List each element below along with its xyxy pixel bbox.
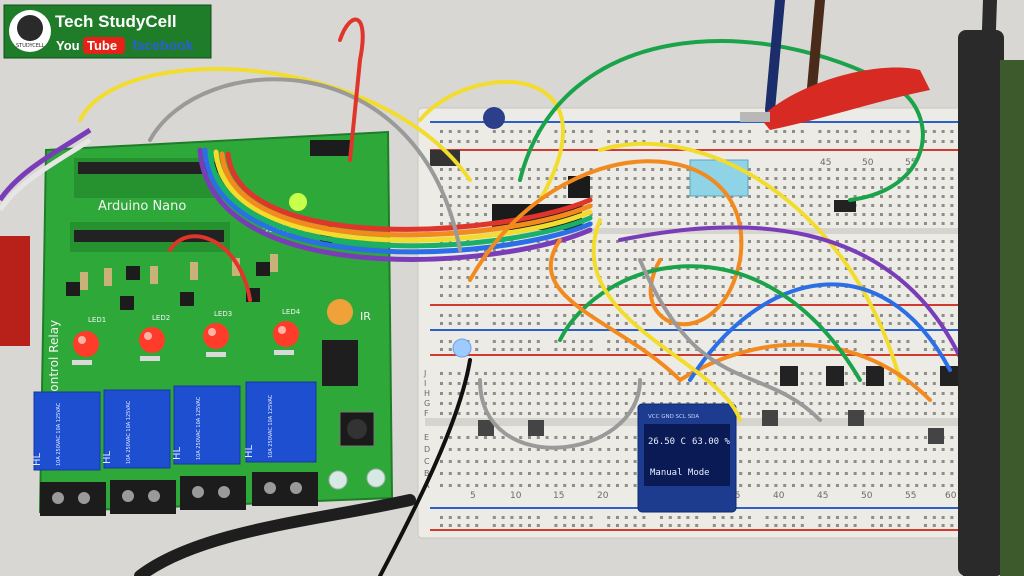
tactile-button	[848, 410, 864, 426]
top-number: 50	[862, 158, 874, 168]
red-led	[139, 327, 165, 353]
oled-mode: Manual Mode	[650, 468, 710, 478]
column-number: 55	[905, 491, 916, 501]
ir-label: IR	[360, 310, 371, 323]
oled-pins: VCC GND SCL SDA	[648, 414, 699, 420]
oled-humidity: 63.00 %	[692, 437, 731, 447]
brand-logo-text: STUDYCELL	[16, 43, 45, 49]
column-number: 50	[861, 491, 873, 501]
terminal-blocks	[40, 472, 318, 516]
relay-brand: HL	[244, 444, 255, 458]
tactile-button	[478, 420, 494, 436]
row-letter: G	[424, 399, 430, 408]
relay-brand: HL	[32, 452, 43, 466]
multimeter-probe	[958, 30, 1004, 576]
row-letter: D	[424, 445, 430, 454]
relay-4: HL 10A 250VAC 10A 125VAC	[244, 381, 317, 463]
column-number: 10	[510, 491, 522, 501]
brand-name: Tech StudyCell	[55, 12, 177, 31]
row-letter: H	[424, 389, 430, 398]
relay-spec: 10A 250VAC 10A 125VAC	[126, 400, 132, 464]
side-label: Control Relay	[47, 320, 61, 400]
alligator-clip	[740, 67, 930, 130]
row-letter: C	[424, 457, 430, 466]
led-label: LED1	[88, 316, 106, 324]
top-number: 45	[820, 158, 831, 168]
relay-spec: 10A 250VAC 10A 125VAC	[196, 396, 202, 460]
led-row: LED1 LED2 LED3 LED4	[73, 308, 301, 357]
led-label: LED4	[282, 308, 301, 316]
youtube-tube: Tube	[87, 38, 117, 53]
youtube-you: You	[56, 38, 80, 53]
brand-badge: STUDYCELL Tech StudyCell You Tube facebo…	[3, 4, 212, 59]
row-letter: F	[424, 409, 429, 418]
relay-brand: HL	[172, 446, 183, 460]
dht-sensor	[689, 159, 749, 197]
column-number: 40	[773, 491, 785, 501]
row-letter: J	[423, 369, 426, 378]
oled-display: VCC GND SCL SDA 26.50 C 63.00 % Manual M…	[637, 403, 737, 513]
relay-2: HL 10A 250VAC 10A 125VAC	[102, 389, 171, 469]
tactile-button	[762, 410, 778, 426]
facebook-label: facebook	[132, 37, 194, 53]
relay-spec: 10A 250VAC 10A 125VAC	[56, 402, 62, 466]
blue-led	[452, 338, 472, 358]
green-led	[289, 193, 307, 211]
red-led	[203, 323, 229, 349]
led-label: LED2	[152, 314, 170, 322]
column-number: 20	[597, 491, 609, 501]
oled-temperature: 26.50 C	[648, 437, 686, 447]
row-letter: I	[424, 379, 426, 388]
relay-brand: HL	[102, 450, 113, 464]
capacitor	[327, 299, 353, 325]
column-number: 5	[470, 491, 476, 501]
row-letter: B	[424, 469, 430, 478]
led-label: LED3	[214, 310, 232, 318]
tactile-button	[528, 420, 544, 436]
column-number: 45	[817, 491, 828, 501]
column-number: 60	[945, 491, 957, 501]
pcb-components	[66, 140, 350, 365]
row-letter: E	[424, 433, 429, 442]
top-number: 55	[905, 158, 916, 168]
relay-3: HL 10A 250VAC 10A 125VAC	[172, 385, 241, 465]
red-led	[273, 321, 299, 347]
column-number: 15	[553, 491, 564, 501]
relay-1: HL 10A 250VAC 10A 125VAC	[32, 391, 101, 471]
electrolytic-cap	[483, 107, 505, 129]
red-led	[73, 331, 99, 357]
relay-spec: 10A 250VAC 10A 125VAC	[268, 394, 274, 458]
board-label: Arduino Nano	[98, 199, 186, 214]
tactile-button	[928, 428, 944, 444]
